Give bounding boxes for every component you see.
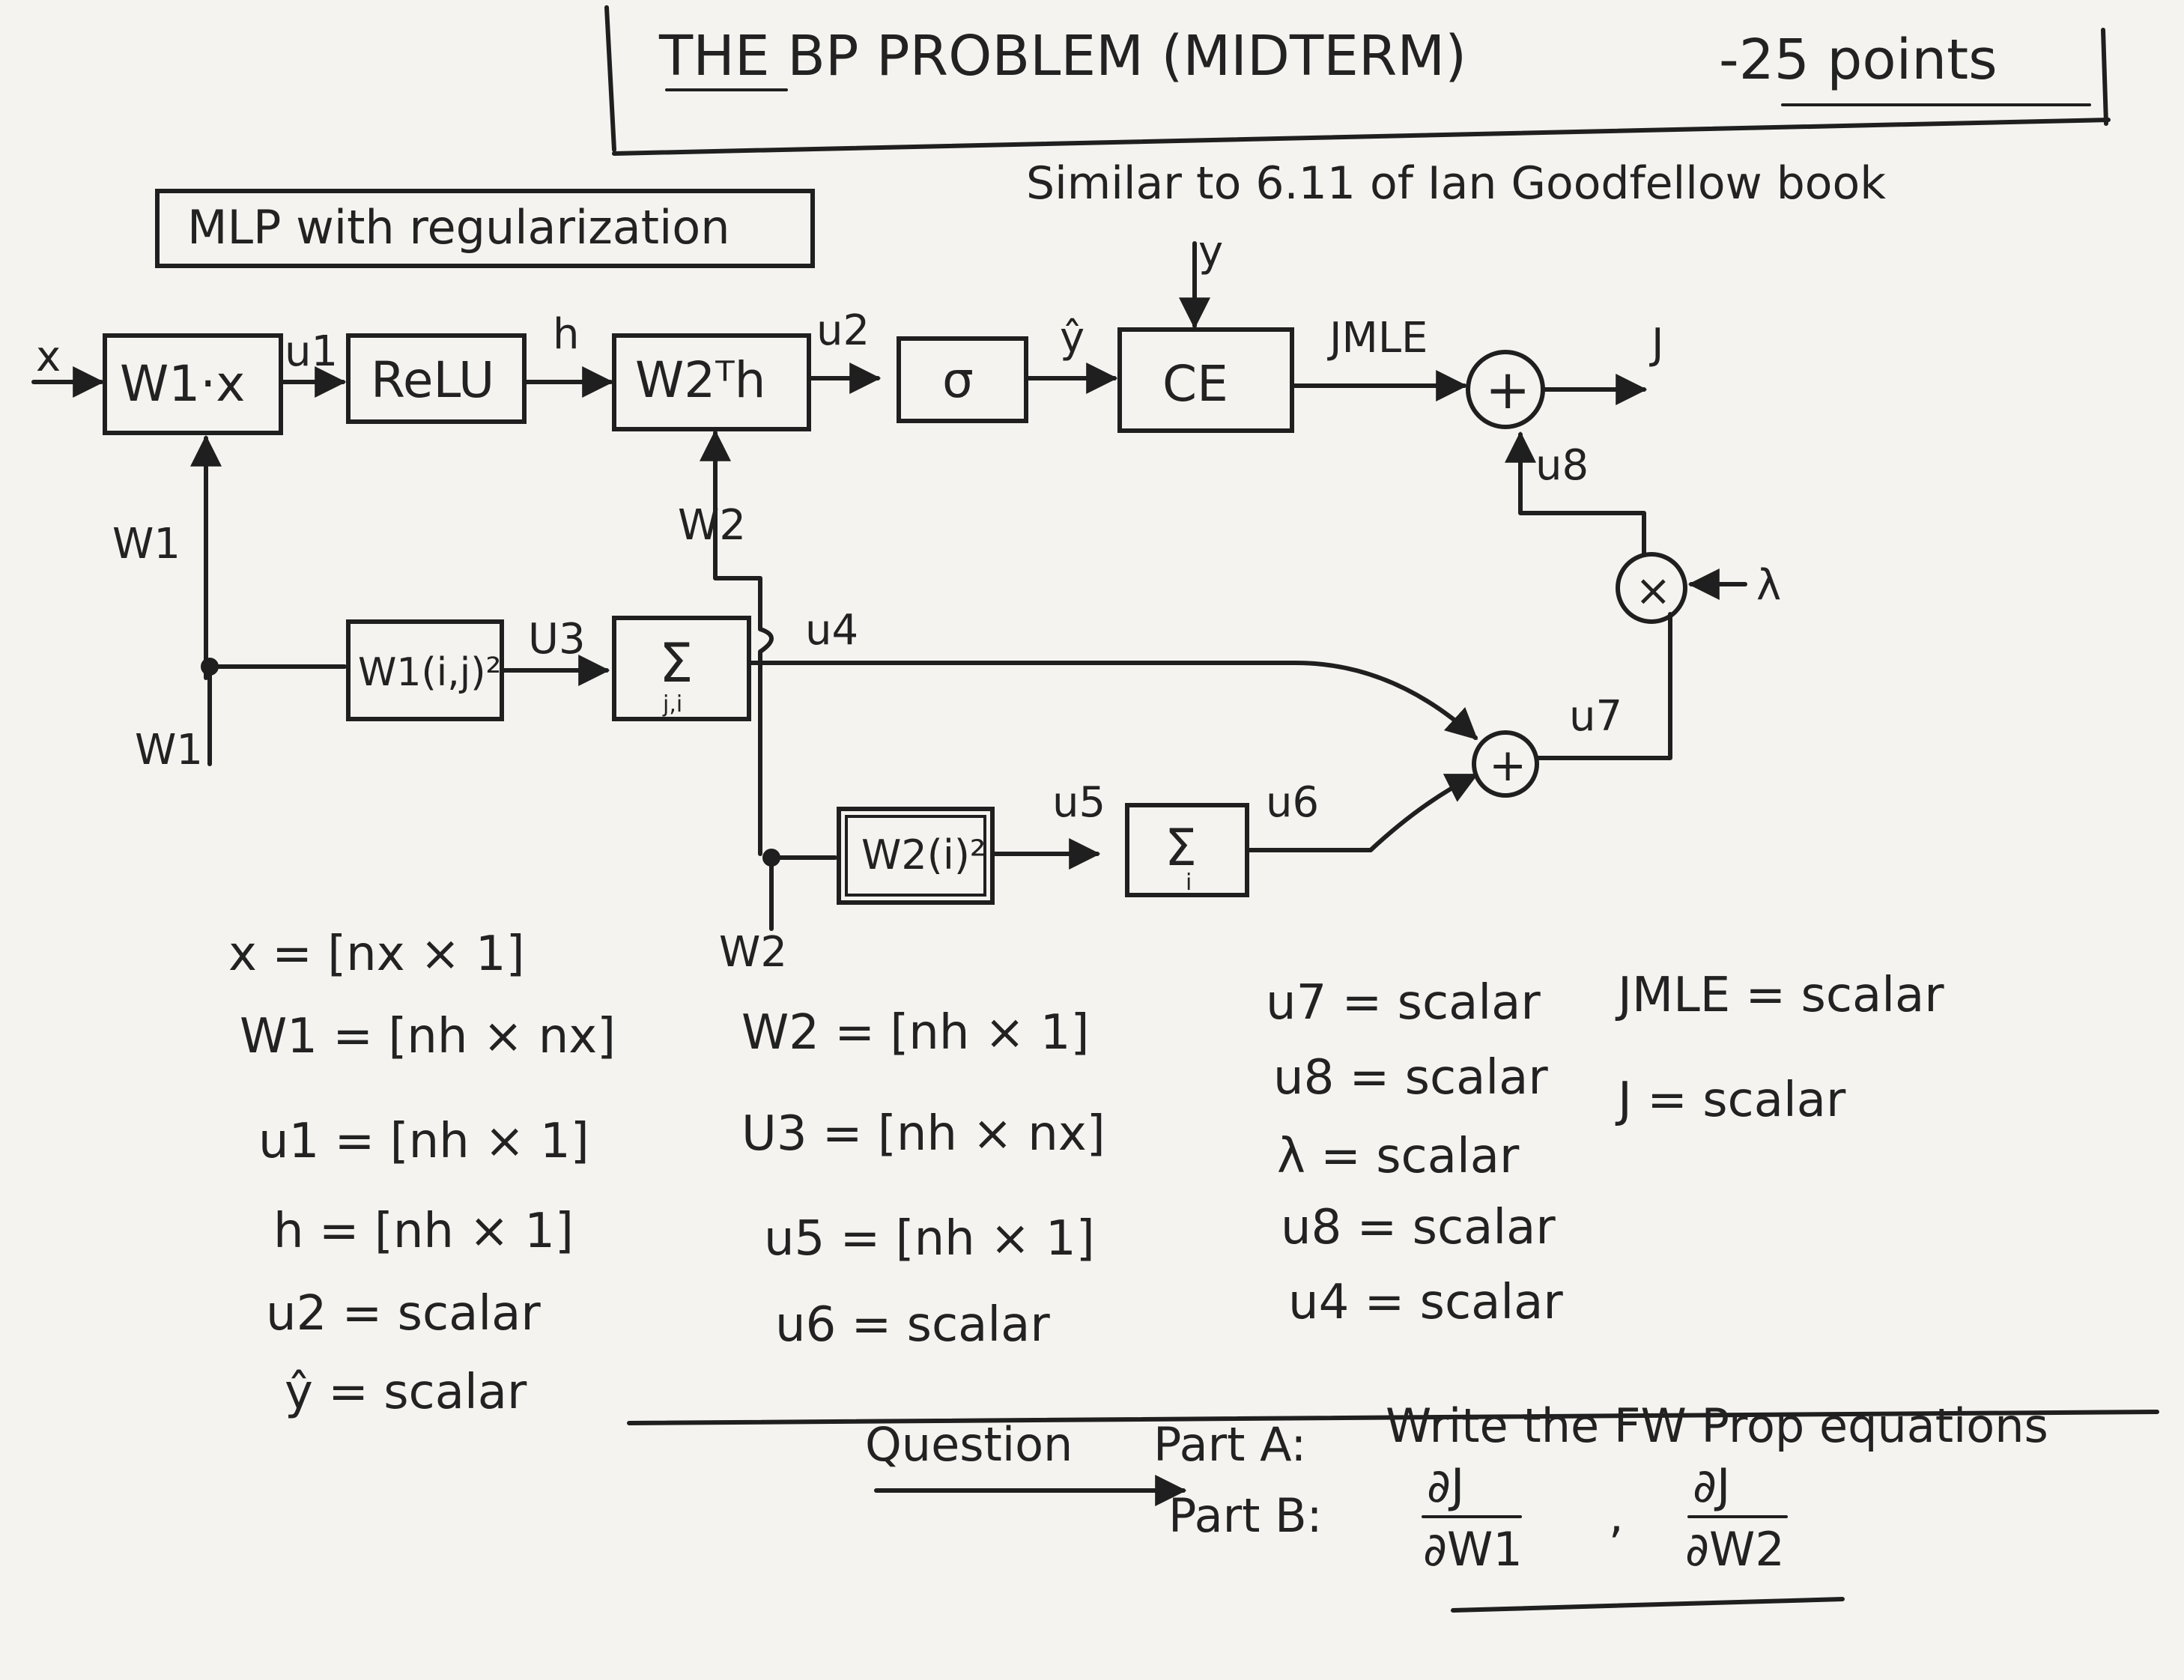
dimension-col-1: x = [nx × 1] W1 = [nh × nx] u1 = [nh × 1… bbox=[228, 927, 616, 1420]
block-sq2-label: W2(i)² bbox=[861, 831, 986, 879]
wire-label-w1-top: W1 bbox=[112, 520, 181, 568]
dimension-line: λ = scalar bbox=[1277, 1129, 1520, 1184]
question-label: Question bbox=[865, 1417, 1073, 1472]
tag-label: MLP with regularization bbox=[187, 200, 730, 255]
wire-label-j: J bbox=[1649, 320, 1664, 369]
block-sigma bbox=[897, 336, 1028, 423]
dimension-line: J = scalar bbox=[1615, 1073, 1846, 1128]
block-sum2-label: Σ bbox=[1165, 819, 1197, 878]
wire-label-u2: u2 bbox=[816, 306, 870, 355]
question-section: Question Part A: Write the FW Prop equat… bbox=[627, 1398, 2159, 1613]
wire-label-u4: u4 bbox=[805, 606, 858, 655]
dimension-line: u2 = scalar bbox=[266, 1286, 541, 1341]
dimension-line: u1 = [nh × 1] bbox=[258, 1114, 589, 1169]
dimensions: x = [nx × 1] W1 = [nh × nx] u1 = [nh × 1… bbox=[228, 927, 1944, 1420]
block-sq2 bbox=[837, 807, 995, 905]
block-w1x bbox=[103, 333, 283, 435]
deriv-2-numerator: ∂J bbox=[1693, 1458, 1730, 1513]
node-plus-low-label: + bbox=[1489, 739, 1526, 792]
wire-label-u7: u7 bbox=[1569, 692, 1622, 741]
block-sigma-label: σ bbox=[942, 351, 974, 409]
deriv-1-denominator: ∂W1 bbox=[1423, 1522, 1523, 1577]
deriv-separator: , bbox=[1609, 1488, 1624, 1543]
header-reference: Similar to 6.11 of Ian Goodfellow book bbox=[1026, 157, 1886, 210]
w2-branch: W2 W2 W2(i)² u5 Σ i u6 bbox=[678, 429, 1478, 977]
dimension-line: u7 = scalar bbox=[1266, 975, 1541, 1031]
dimension-line: W1 = [nh × nx] bbox=[240, 1009, 616, 1064]
wire-label-h: h bbox=[553, 310, 580, 359]
wire-label-u5: u5 bbox=[1052, 778, 1105, 827]
dimension-line: u8 = scalar bbox=[1281, 1200, 1556, 1255]
block-sum1-label: Σ bbox=[659, 631, 694, 694]
wire-label-u1: u1 bbox=[285, 327, 338, 376]
wire-label-w1-bottom: W1 bbox=[135, 726, 203, 774]
wire-label-x: x bbox=[36, 333, 61, 381]
block-w2th-label: W2ᵀh bbox=[635, 351, 765, 409]
header: THE BP PROBLEM (MIDTERM) -25 points Simi… bbox=[604, 5, 2111, 210]
wire-label-yhat: ŷ bbox=[1060, 314, 1085, 363]
deriv-2-denominator: ∂W2 bbox=[1685, 1522, 1785, 1577]
block-relu-label: ReLU bbox=[371, 351, 494, 409]
w1-branch: W1 W1 W1(i,j)² U3 Σ j,i u4 bbox=[112, 434, 1478, 774]
wire-label-u3: U3 bbox=[528, 615, 586, 664]
wire-label-lambda: λ bbox=[1756, 561, 1781, 610]
node-plus-top-label: + bbox=[1485, 358, 1530, 421]
block-w2th bbox=[612, 333, 811, 431]
tag-mlp-regularization: MLP with regularization bbox=[155, 189, 815, 268]
wire-label-w2-top: W2 bbox=[678, 501, 746, 550]
dimension-col-2: W2 = [nh × 1] U3 = [nh × nx] u5 = [nh × … bbox=[741, 1005, 1105, 1353]
part-a-label: Part A: bbox=[1153, 1417, 1306, 1472]
dimension-line: h = [nh × 1] bbox=[273, 1204, 574, 1259]
dimension-line: u6 = scalar bbox=[775, 1297, 1050, 1353]
header-title: THE BP PROBLEM (MIDTERM) bbox=[658, 24, 1466, 88]
dimension-line: u5 = [nh × 1] bbox=[764, 1211, 1095, 1267]
dimension-col-4: JMLE = scalar J = scalar bbox=[1615, 968, 1944, 1128]
wire-label-w2-bottom: W2 bbox=[719, 928, 787, 977]
dimension-line: x = [nx × 1] bbox=[228, 927, 525, 982]
block-ce-label: CE bbox=[1162, 355, 1228, 413]
node-times bbox=[1616, 552, 1687, 624]
dimension-line: ŷ = scalar bbox=[285, 1365, 527, 1420]
dimension-line: JMLE = scalar bbox=[1615, 968, 1944, 1023]
block-w1x-label: W1·x bbox=[120, 355, 245, 413]
wire-label-u8: u8 bbox=[1535, 441, 1589, 490]
node-times-label: × bbox=[1635, 565, 1672, 616]
dimension-line: u4 = scalar bbox=[1288, 1275, 1563, 1330]
wire-label-y: y bbox=[1198, 228, 1223, 276]
wire-label-u6: u6 bbox=[1266, 778, 1319, 827]
block-sum1-sub: j,i bbox=[662, 691, 682, 718]
block-sq1-label: W1(i,j)² bbox=[358, 650, 501, 695]
part-a-text: Write the FW Prop equations bbox=[1386, 1398, 2048, 1453]
block-relu bbox=[346, 333, 527, 424]
block-sum2-sub: i bbox=[1186, 870, 1192, 896]
block-ce bbox=[1117, 327, 1294, 433]
dimension-col-3: u7 = scalar u8 = scalar λ = scalar u8 = … bbox=[1266, 975, 1563, 1330]
wire-label-jmle: JMLE bbox=[1327, 314, 1428, 363]
forward-path: x W1·x u1 ReLU h W2ᵀh u2 σ ŷ CE y JMLE +… bbox=[31, 228, 1664, 435]
deriv-1-numerator: ∂J bbox=[1427, 1458, 1464, 1513]
header-points: -25 points bbox=[1719, 28, 1998, 92]
regularizer-combine: + u7 × λ u8 bbox=[1472, 431, 1781, 798]
part-b-label: Part B: bbox=[1168, 1488, 1323, 1543]
dimension-line: W2 = [nh × 1] bbox=[741, 1005, 1089, 1061]
dimension-line: u8 = scalar bbox=[1273, 1050, 1548, 1106]
dimension-line: U3 = [nh × nx] bbox=[741, 1106, 1105, 1162]
block-sum1 bbox=[612, 616, 751, 721]
node-plus-low bbox=[1472, 730, 1539, 798]
